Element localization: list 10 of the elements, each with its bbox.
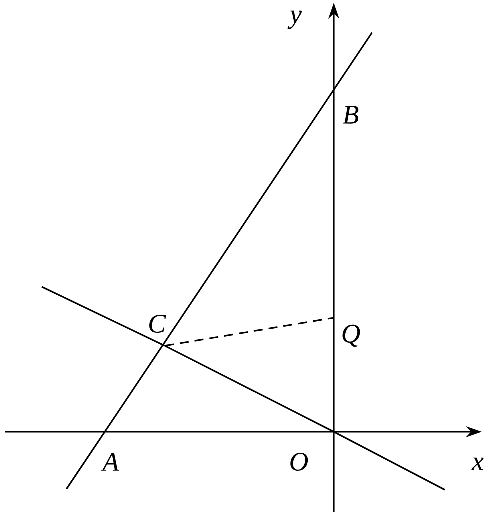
line: [164, 345, 334, 433]
dashed-line: [165, 317, 334, 347]
point-label: Q: [342, 324, 360, 348]
line: [66, 32, 373, 490]
point-label: B: [343, 106, 359, 124]
point-label: C: [150, 314, 166, 334]
axis-label: x: [472, 458, 484, 470]
point-label: A: [101, 453, 120, 471]
axis-label: y: [288, 10, 302, 30]
point-label: O: [290, 452, 308, 472]
